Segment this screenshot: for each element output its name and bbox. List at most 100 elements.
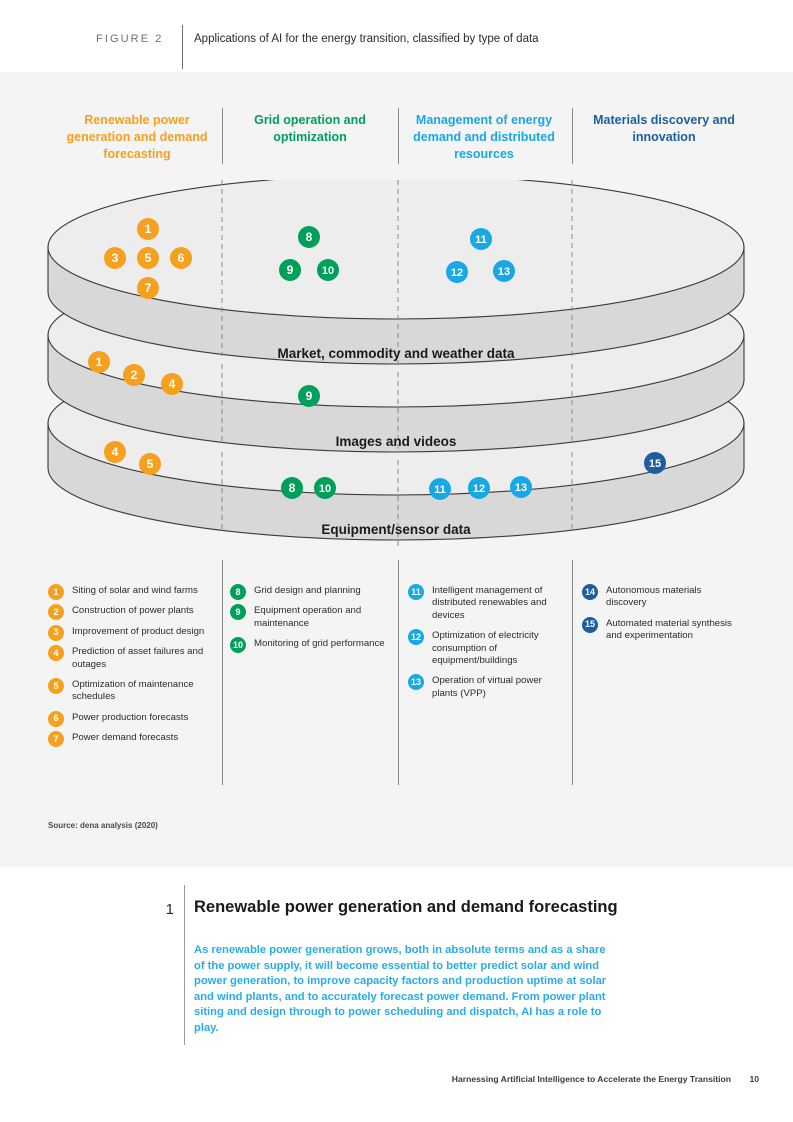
legend-badge-5: 5 — [48, 678, 64, 695]
disc-marker-label: 9 — [306, 389, 313, 403]
disc-marker-label: 7 — [145, 281, 152, 295]
legend-item-label: Autonomous materials discovery — [606, 585, 702, 609]
disc-marker-12: 12 — [446, 261, 468, 283]
disc-label-market-commodity-weather: Market, commodity and weather data — [277, 346, 515, 361]
legend-item-label: Siting of solar and wind farms — [72, 585, 198, 596]
legend-divider-1 — [222, 560, 223, 785]
legend-item: 13 Operation of virtual power plants (VPP… — [408, 674, 568, 700]
legend-badge-13: 13 — [408, 674, 424, 691]
legend-item-label: Prediction of asset failures and outages — [72, 646, 204, 670]
legend-item-label: Power production forecasts — [72, 711, 189, 723]
legend-badge-2: 2 — [48, 604, 64, 621]
legend-item: 5 Optimization of maintenance schedules — [48, 678, 216, 704]
disc-label-images-videos: Images and videos — [336, 434, 457, 449]
legend-item-label: Equipment operation and maintenance — [254, 605, 362, 629]
disc-marker-10: 10 — [317, 259, 339, 281]
legend-badge-1: 1 — [48, 584, 64, 600]
disc-marker-8: 8 — [298, 226, 320, 248]
disc-marker-label: 11 — [434, 484, 446, 496]
section-title: Renewable power generation and demand fo… — [194, 898, 618, 916]
disc-marker-13: 13 — [510, 476, 532, 498]
disc-marker-label: 2 — [131, 368, 138, 382]
disc-marker-1: 1 — [137, 218, 159, 240]
legend-badge-6: 6 — [48, 710, 64, 727]
disc-marker-label: 8 — [289, 481, 296, 495]
disc-marker-label: 15 — [649, 458, 661, 470]
disc-marker-1: 1 — [88, 351, 110, 373]
column-divider-1 — [222, 108, 223, 164]
section-divider — [184, 885, 185, 1045]
disc-marker-label: 13 — [515, 482, 527, 494]
disc-marker-4: 4 — [104, 441, 126, 463]
disc-marker-label: 4 — [169, 377, 176, 391]
disc-marker-label: 4 — [112, 445, 119, 459]
disc-marker-label: 5 — [145, 251, 152, 265]
disc-marker-label: 1 — [145, 222, 152, 236]
legend-item-label: Operation of virtual power plants (VPP) — [432, 675, 542, 699]
column-heading-grid-operation: Grid operation and optimization — [254, 113, 366, 144]
legend-item-label: Power demand forecasts — [72, 732, 179, 744]
disc-marker-label: 10 — [319, 483, 331, 495]
legend-item-label: Automated material synthesis and experim… — [606, 617, 732, 642]
legend: 1 Siting of solar and wind farms 2 Construc… — [0, 560, 793, 800]
disc-marker-9: 9 — [279, 259, 301, 281]
disc-marker-label: 6 — [178, 251, 185, 265]
column-heading-materials-discovery: Materials discovery and innovation — [593, 113, 735, 144]
legend-badge-8: 8 — [230, 584, 246, 600]
column-guides — [221, 180, 573, 550]
disc-marker-label: 11 — [475, 234, 487, 246]
legend-item: 6 Power production forecasts — [48, 710, 216, 727]
legend-item-label: Monitoring of grid performance — [254, 638, 385, 650]
data-layer-disc-stack: Market, commodity and weather data Image… — [47, 180, 745, 550]
disc-marker-10: 10 — [314, 477, 336, 499]
legend-item-label: Construction of power plants — [72, 605, 194, 617]
disc-marker-11: 11 — [470, 228, 492, 250]
disc-marker-4: 4 — [161, 373, 183, 395]
legend-badge-14: 14 — [582, 584, 598, 600]
legend-badge-12: 12 — [408, 629, 424, 646]
disc-marker-9: 9 — [298, 385, 320, 407]
legend-item-label: Intelligent management of distributed re… — [432, 585, 547, 621]
disc-market-commodity-weather — [47, 180, 745, 365]
column-heading-energy-demand: Management of energy demand and distribu… — [413, 113, 555, 161]
footer-document-title: Harnessing Artificial Intelligence to Ac… — [451, 1074, 731, 1084]
legend-badge-9: 9 — [230, 604, 246, 621]
disc-marker-6: 6 — [170, 247, 192, 269]
disc-marker-8: 8 — [281, 477, 303, 499]
legend-item-label: Optimization of electricity consumption … — [432, 630, 539, 667]
disc-marker-5: 5 — [137, 247, 159, 269]
disc-label-equipment-sensor: Equipment/sensor data — [321, 522, 471, 537]
disc-marker-label: 12 — [451, 267, 463, 279]
legend-item: 1 Siting of solar and wind farms — [48, 584, 216, 600]
legend-badge-7: 7 — [48, 731, 64, 748]
legend-item-label: Optimization of maintenance schedules — [72, 679, 194, 703]
legend-badge-11: 11 — [408, 584, 424, 600]
disc-marker-label: 8 — [306, 230, 313, 244]
legend-divider-3 — [572, 560, 573, 785]
disc-marker-label: 12 — [473, 483, 485, 495]
disc-marker-label: 1 — [96, 355, 103, 369]
figure-label: FIGURE 2 — [96, 33, 164, 45]
legend-item: 12 Optimization of electricity consumptio… — [408, 629, 568, 667]
disc-marker-label: 5 — [147, 457, 154, 471]
disc-marker-label: 3 — [112, 251, 119, 265]
disc-marker-3: 3 — [104, 247, 126, 269]
legend-item-label: Grid design and planning — [254, 585, 361, 596]
disc-marker-5: 5 — [139, 453, 161, 475]
section-body-text: As renewable power generation grows, bot… — [194, 944, 607, 1034]
legend-item-label: Improvement of product design — [72, 625, 205, 637]
legend-item: 11 Intelligent management of distributed … — [408, 584, 568, 622]
disc-marker-7: 7 — [137, 277, 159, 299]
legend-divider-2 — [398, 560, 399, 785]
disc-marker-12: 12 — [468, 477, 490, 499]
legend-badge-10: 10 — [230, 637, 246, 654]
footer-page-number: 10 — [749, 1074, 759, 1084]
disc-marker-13: 13 — [493, 260, 515, 282]
disc-marker-label: 10 — [322, 265, 334, 277]
column-heading-renewable-power: Renewable power generation and demand fo… — [66, 113, 208, 161]
